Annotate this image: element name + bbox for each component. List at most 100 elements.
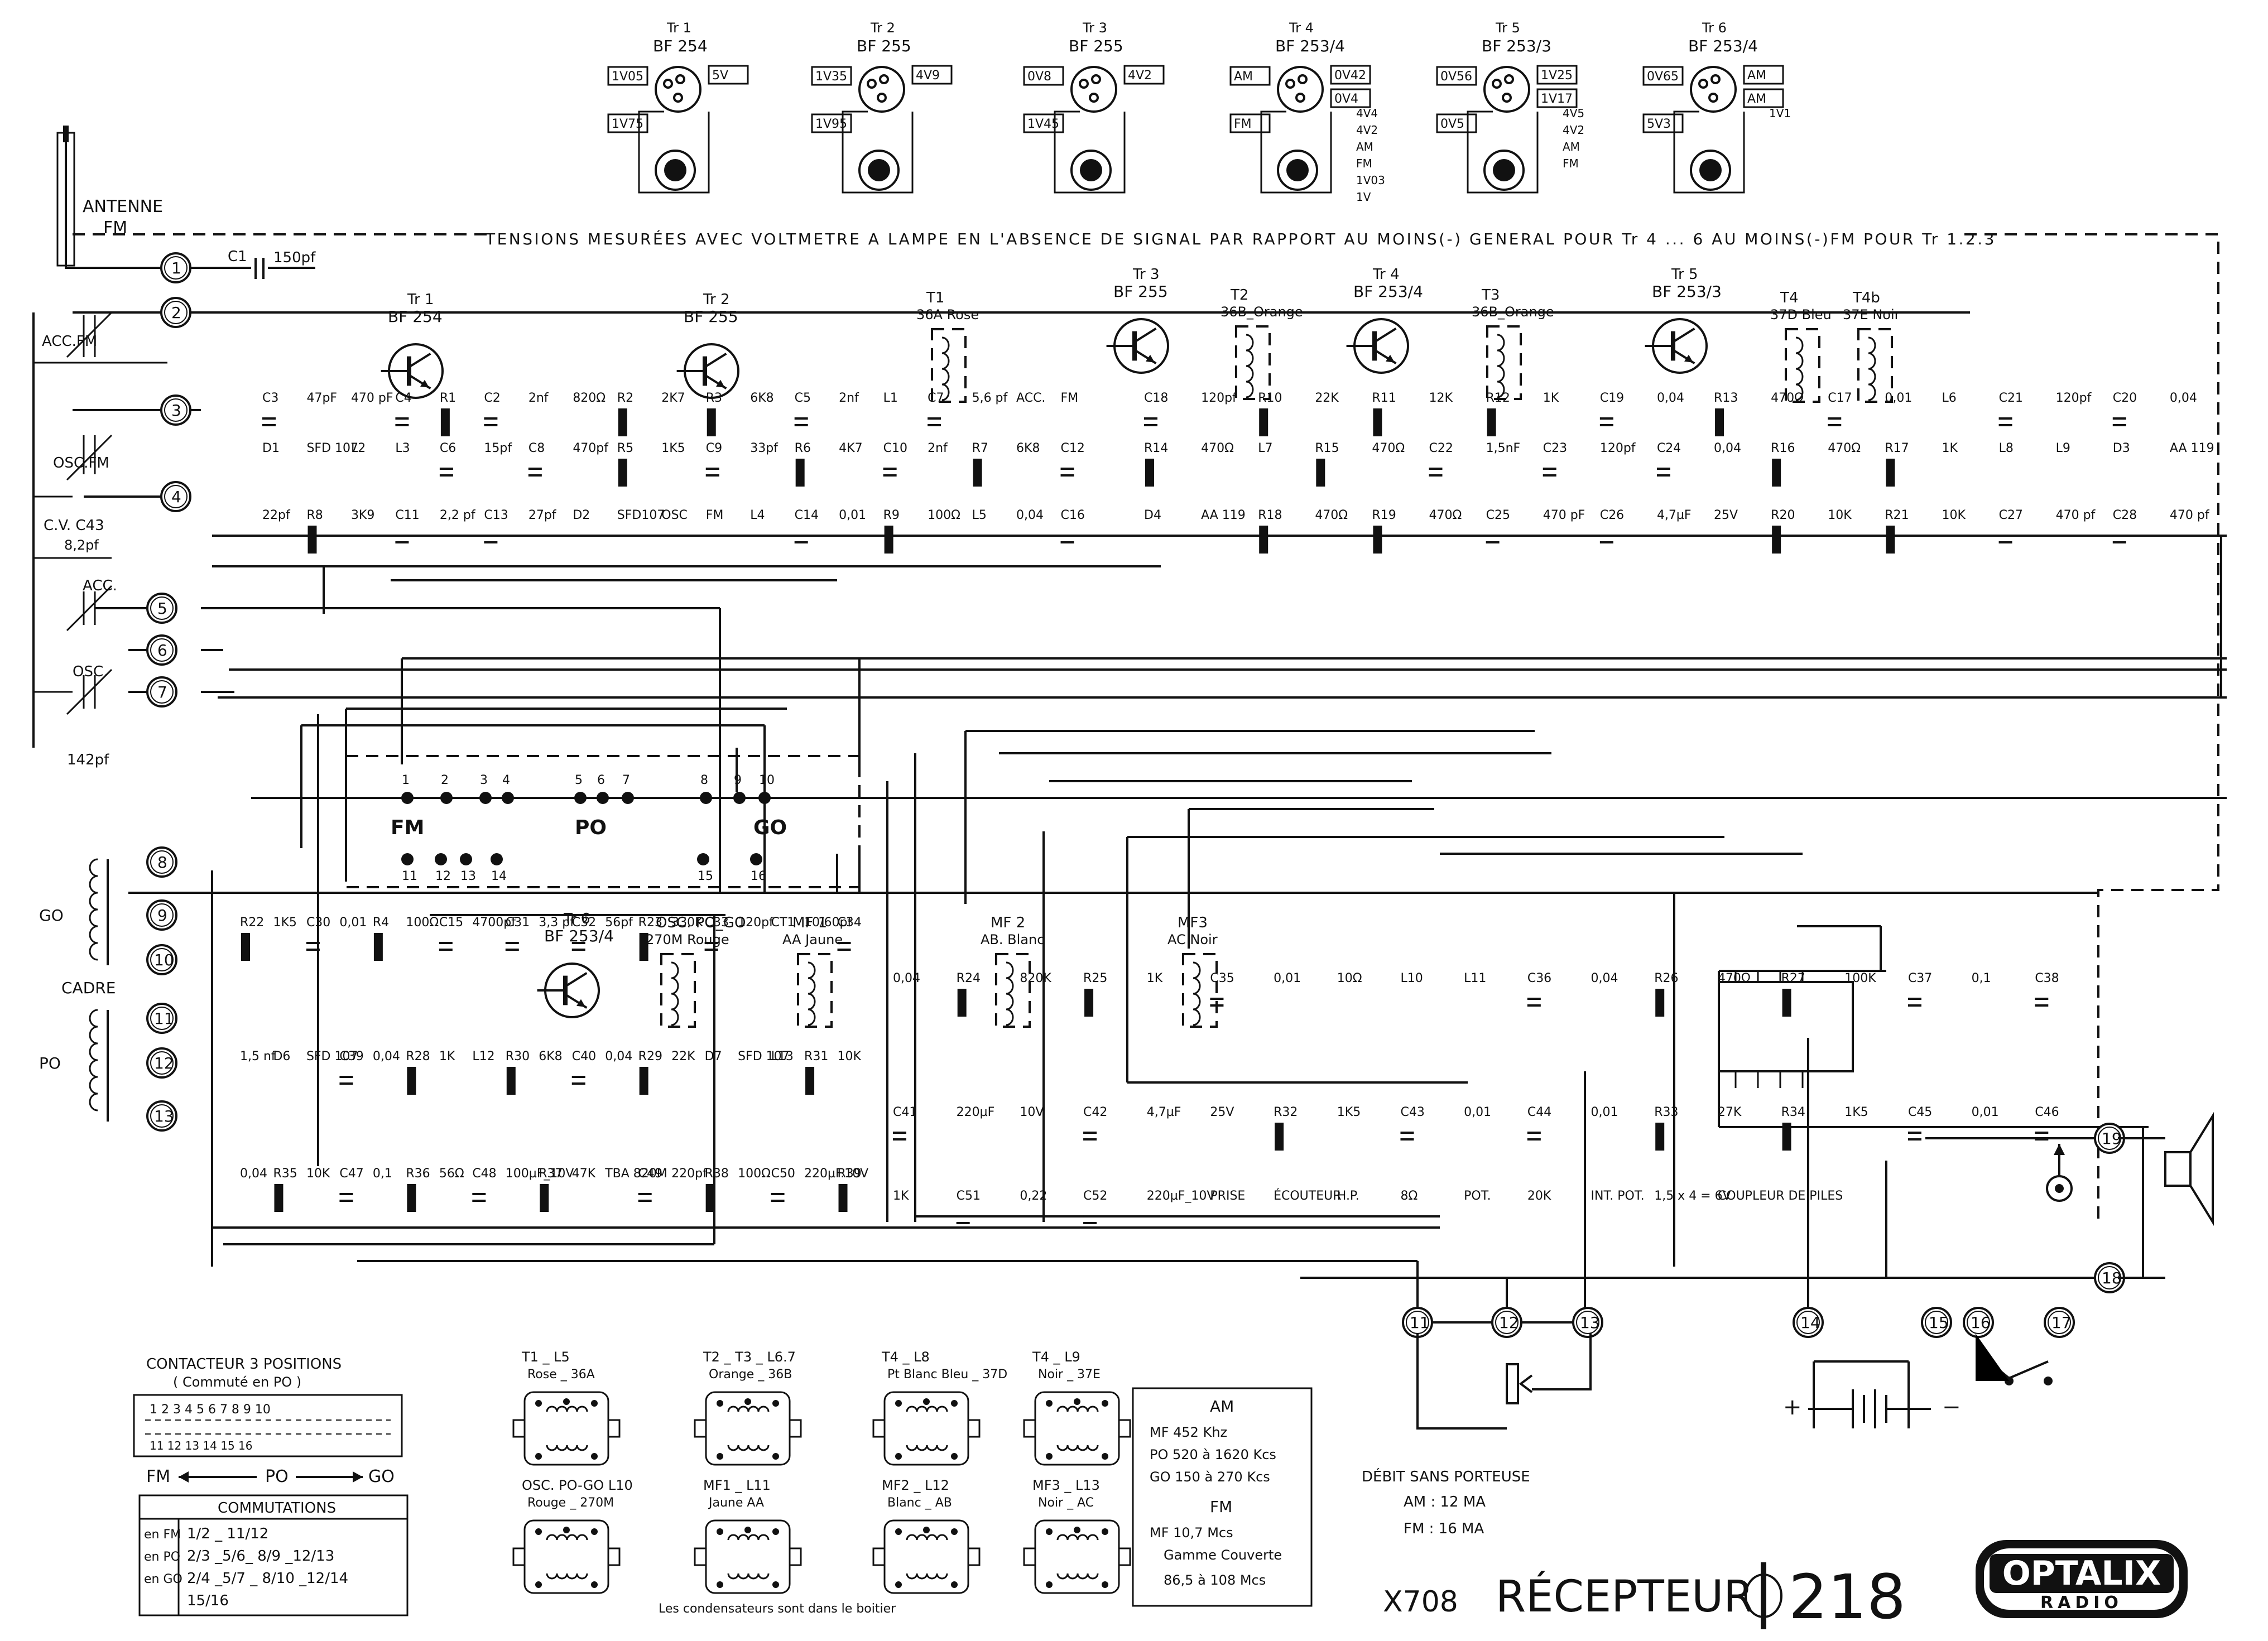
component-89: R17 (1885, 441, 1909, 487)
component-170: 10K (838, 1050, 862, 1063)
commutation-mode-po: en PO (144, 1550, 180, 1564)
stage-tr-type: BF 253/4 (1353, 282, 1423, 301)
component-label: AA 119 (2170, 441, 2214, 455)
terminal-number: 9 (157, 906, 167, 925)
component-label: 100K (1844, 971, 1876, 985)
switch-pin-6: 6 (597, 773, 609, 804)
transistor-symbol (381, 343, 444, 399)
component-label: FM (706, 508, 724, 522)
component-label: R29 (638, 1050, 662, 1063)
component-218: POT. (1464, 1189, 1491, 1203)
fm-antenna: ANTENNE FM (56, 126, 167, 269)
component-30: 33pf (750, 441, 779, 455)
switch-pin-11: 11 (401, 853, 417, 883)
component-149: C37 (1907, 971, 1932, 1007)
switch-pin-3: 3 (479, 773, 492, 804)
component-label: 25V (1210, 1105, 1234, 1119)
component-212: C52 (1083, 1189, 1107, 1224)
component-label: L5 (972, 508, 987, 522)
header-voltage-extra: 1V03 (1356, 174, 1385, 187)
pinout-sub: Rose _ 36A (527, 1368, 595, 1382)
component-label: L11 (1464, 971, 1486, 985)
audio-section: + − (1416, 971, 2214, 1430)
switch-pin-15: 15 (697, 853, 713, 883)
component-53: 100Ω (928, 508, 960, 522)
component-151: C38 (2035, 971, 2059, 1007)
component-label: R39 (838, 1167, 862, 1181)
header-voltage: 1V17 (1541, 92, 1573, 106)
component-label: 220µF.10V (804, 1167, 868, 1181)
component-label: 120pf (738, 916, 774, 930)
component-178: 1K5 (1337, 1105, 1361, 1119)
component-13: 2nf (839, 391, 859, 405)
pinout-title: MF3 _ L13 (1032, 1478, 1100, 1493)
component-label: C43 (1400, 1105, 1424, 1119)
component-label: C16 (1061, 508, 1085, 522)
header-voltage: 0V42 (1334, 69, 1366, 83)
component-134: R24 (957, 971, 981, 1017)
component-label: 2nf (839, 391, 859, 405)
component-7: 820Ω (573, 391, 606, 405)
component-184: 27K (1718, 1105, 1742, 1119)
terminal-19: 19 (2094, 1123, 2125, 1154)
component-label: D3 (2113, 441, 2130, 455)
component-19: D1 (262, 441, 280, 455)
header-voltage: AM (1747, 69, 1766, 83)
component-141: L10 (1400, 971, 1423, 985)
header-voltage-extra: FM (1356, 157, 1372, 170)
component-111: 470 pf (2056, 508, 2096, 522)
component-93: D3 (2113, 441, 2130, 455)
component-label: C44 (1527, 1105, 1551, 1119)
terminal-number: 10 (154, 951, 174, 969)
terminal-6: 6 (146, 634, 177, 666)
pinout-sub: Rouge _ 270M (527, 1496, 614, 1510)
component-label: 0,01 (1591, 1105, 1618, 1119)
component-123: 3,3 pf (539, 916, 575, 930)
component-label: C17 (1828, 391, 1852, 405)
freq-am-go: GO 150 à 270 Kcs (1150, 1469, 1270, 1485)
component-29: C9 (705, 441, 722, 477)
component-label: C40 (572, 1050, 596, 1063)
switch-pin-label: 11 (402, 869, 417, 883)
component-74: C20 (2112, 391, 2137, 426)
component-204: R38 (705, 1167, 729, 1212)
switch-pin-5: 5 (574, 773, 587, 804)
component-16: 5,6 pf (972, 391, 1008, 405)
switch-po: PO (575, 816, 607, 839)
terminal-7: 7 (146, 676, 177, 708)
header-tr-ref: Tr 1 (666, 20, 691, 36)
switch-pin-label: 5 (575, 773, 583, 787)
pinout-sub: Orange _ 36B (709, 1368, 792, 1382)
component-label: R28 (406, 1050, 430, 1063)
freq-am-mf: MF 452 Khz (1150, 1425, 1227, 1440)
component-label: C31 (506, 916, 530, 930)
header-tr-type: BF 255 (1069, 37, 1123, 55)
component-label: C13 (484, 508, 508, 522)
component-label: C42 (1083, 1105, 1107, 1119)
component-label: L6 (1942, 391, 1956, 405)
contactor-title: CONTACTEUR 3 POSITIONS (146, 1356, 342, 1373)
component-label: 8Ω (1400, 1189, 1418, 1203)
header-voltage: 1V35 (815, 70, 847, 84)
component-159: L12 (472, 1050, 494, 1063)
component-label: 4,7µF (1657, 508, 1692, 522)
component-label: R34 (1781, 1105, 1805, 1119)
terminal-number: 11 (154, 1009, 174, 1028)
switch-pin-9: 9 (733, 773, 746, 804)
switch-pin-label: 12 (435, 869, 451, 883)
label-cv-value: 8,2pf (64, 537, 99, 553)
terminal-3: 3 (160, 394, 191, 426)
component-174: C42 (1083, 1105, 1107, 1140)
debit-fm: FM : 16 MA (1404, 1520, 1484, 1537)
component-90: 1K (1942, 441, 1958, 455)
terminal-number: 13 (154, 1107, 174, 1125)
